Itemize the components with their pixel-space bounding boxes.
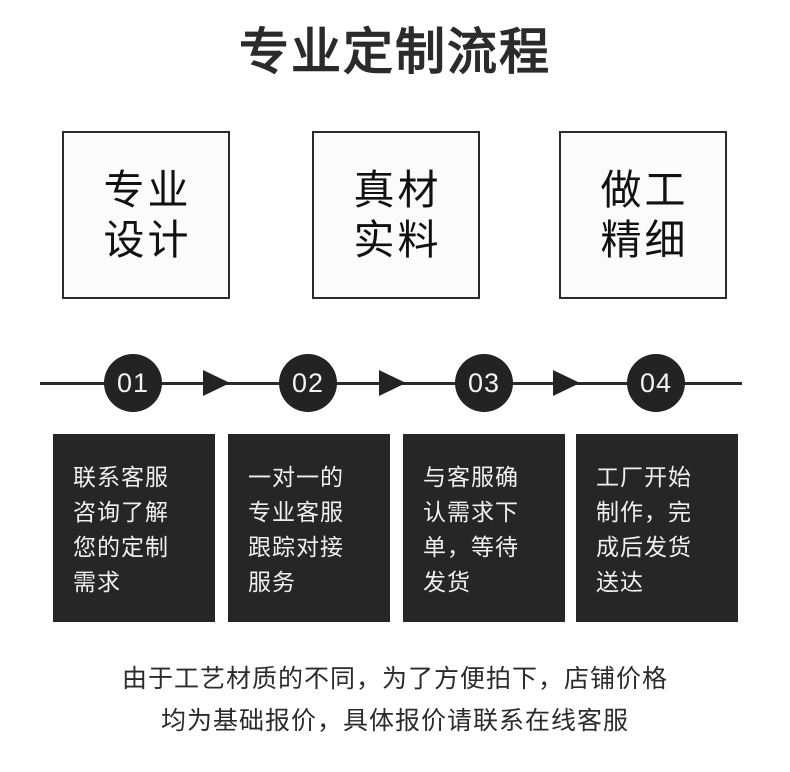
feature-box-row: 专业 设计 真材 实料 做工 精细	[0, 131, 790, 301]
step-description-line: 与客服确	[423, 464, 519, 490]
feature-line: 做工	[600, 167, 689, 213]
step-description-line: 送达	[596, 569, 644, 595]
feature-line: 实料	[353, 217, 442, 263]
step-description-02: 一对一的 专业客服 跟踪对接 服务	[228, 434, 390, 622]
step-description-line: 跟踪对接	[248, 534, 344, 560]
step-description-line: 咨询了解	[73, 499, 169, 525]
step-description-line: 成后发货	[596, 534, 692, 560]
step-description-line: 专业客服	[248, 499, 344, 525]
step-description-line: 联系客服	[73, 464, 169, 490]
arrow-right-icon	[379, 370, 406, 396]
step-description-line: 发货	[423, 569, 471, 595]
footer-note-line: 由于工艺材质的不同，为了方便拍下，店铺价格	[121, 665, 668, 693]
footer-note: 由于工艺材质的不同，为了方便拍下，店铺价格 均为基础报价，具体报价请联系在线客服	[0, 658, 790, 742]
feature-box-professional-design: 专业 设计	[62, 131, 230, 299]
step-description-line: 制作，完	[596, 499, 692, 525]
process-timeline: 01 02 03 04	[0, 352, 790, 416]
step-description-line: 服务	[248, 569, 296, 595]
arrow-right-icon	[203, 370, 230, 396]
timeline-step-04: 04	[627, 354, 685, 412]
step-description-line: 工厂开始	[596, 464, 692, 490]
arrow-right-icon	[553, 370, 580, 396]
step-description-01: 联系客服 咨询了解 您的定制 需求	[53, 434, 215, 622]
timeline-step-03: 03	[455, 354, 513, 412]
step-description-line: 单，等待	[423, 534, 519, 560]
timeline-step-02: 02	[279, 354, 337, 412]
feature-box-fine-workmanship: 做工 精细	[559, 131, 727, 299]
footer-note-line: 均为基础报价，具体报价请联系在线客服	[160, 707, 629, 735]
step-description-line: 一对一的	[248, 464, 344, 490]
page-title: 专业定制流程	[239, 24, 551, 80]
feature-line: 真材	[353, 167, 442, 213]
step-description-04: 工厂开始 制作，完 成后发货 送达	[576, 434, 738, 622]
feature-line: 精细	[600, 217, 689, 263]
step-description-line: 您的定制	[73, 534, 169, 560]
step-description-line: 需求	[73, 569, 121, 595]
feature-box-genuine-materials: 真材 实料	[312, 131, 480, 299]
feature-line: 专业	[103, 167, 192, 213]
feature-line: 设计	[103, 217, 192, 263]
step-description-03: 与客服确 认需求下 单，等待 发货	[403, 434, 565, 622]
step-description-row: 联系客服 咨询了解 您的定制 需求 一对一的 专业客服 跟踪对接 服务 与客服确…	[0, 434, 790, 624]
step-description-line: 认需求下	[423, 499, 519, 525]
timeline-step-01: 01	[104, 354, 162, 412]
